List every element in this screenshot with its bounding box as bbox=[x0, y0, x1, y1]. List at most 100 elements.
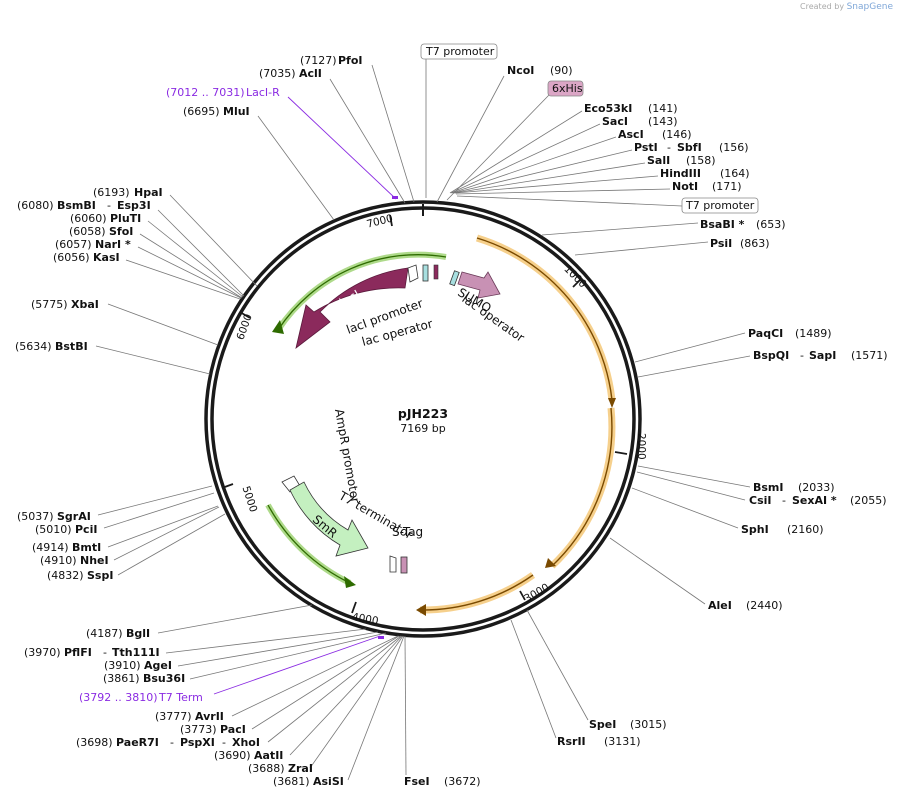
site-mlui-name: MluI bbox=[223, 105, 250, 118]
label-lac-operator-right: lac operator bbox=[459, 292, 527, 345]
site-bgli-name: BglI bbox=[126, 627, 150, 640]
lac-operator-right-box bbox=[449, 270, 460, 287]
t7-promoter-right-box bbox=[681, 197, 759, 214]
plasmid-size: 7169 bp bbox=[400, 422, 445, 435]
snapgene-logo: Created by SnapGene bbox=[800, 2, 893, 12]
tick-label-3000: 3000 bbox=[522, 581, 551, 605]
leader-pflfi bbox=[165, 628, 367, 654]
leader-bsmbi bbox=[157, 209, 245, 297]
tick-5000 bbox=[221, 483, 234, 489]
tick-1000 bbox=[572, 278, 582, 288]
leader-psii bbox=[574, 241, 709, 256]
site-sspi-pos: (4832) bbox=[47, 569, 84, 582]
leader-hindiii bbox=[454, 175, 659, 194]
site-pfoi-name: PfoI bbox=[338, 54, 363, 67]
primer-t7-term-name: T7 Term bbox=[158, 691, 203, 704]
site-psii-pos: (863) bbox=[740, 237, 770, 250]
site-fsei-pos: (3672) bbox=[444, 775, 481, 788]
site-paqci-pos: (1489) bbox=[795, 327, 832, 340]
orf-arrowhead-right-2 bbox=[545, 558, 556, 568]
site-kasi-pos: (6056) bbox=[53, 251, 90, 264]
site-bmti-pos: (4914) bbox=[32, 541, 69, 554]
site-bsmi-name: BsmI bbox=[753, 481, 784, 494]
site-zrai-pos: (3688) bbox=[248, 762, 285, 775]
site-ncoi-name: NcoI bbox=[507, 64, 534, 77]
tick-6000 bbox=[239, 311, 251, 319]
site-tth111i-name: Tth111I bbox=[112, 646, 160, 659]
site-aatii-name: AatII bbox=[254, 749, 283, 762]
site-bsu36i-pos: (3861) bbox=[103, 672, 140, 685]
leader-bsabi bbox=[541, 222, 699, 236]
site-pfoi-pos: (7127) bbox=[300, 54, 337, 67]
laci-promoter-arrow bbox=[407, 264, 419, 283]
site-csii-name: CsiI bbox=[749, 494, 771, 507]
site-nari-name: NarI * bbox=[95, 238, 131, 251]
laci-arrow bbox=[295, 267, 409, 349]
leader-bspqi bbox=[637, 355, 751, 378]
site-sapi-name: SapI bbox=[809, 349, 836, 362]
site-psti-dash: - bbox=[667, 141, 671, 154]
leader-alei bbox=[609, 537, 706, 605]
label-s-tag: S-Tag bbox=[392, 525, 423, 539]
leader-rsrii bbox=[510, 619, 557, 739]
site-pflfi-name: PflFI bbox=[64, 646, 92, 659]
t7-promoter-top-box bbox=[420, 43, 498, 60]
leader-bstbi bbox=[95, 345, 211, 375]
leader-bgli bbox=[157, 604, 313, 634]
leader-spei bbox=[526, 609, 589, 721]
leader-kasi bbox=[125, 259, 241, 300]
primer-mark-t7-term bbox=[378, 636, 384, 639]
site-paer7i-name: PaeR7I bbox=[116, 736, 159, 749]
site-psti-pos: (156) bbox=[719, 141, 749, 154]
inner-features bbox=[281, 264, 501, 574]
leader-bsmi bbox=[637, 465, 751, 488]
site-noti-name: NotI bbox=[672, 180, 698, 193]
leader-sspi bbox=[117, 513, 226, 576]
site-hpai-pos: (6193) bbox=[93, 186, 130, 199]
leader-t7-term bbox=[213, 635, 381, 695]
site-alei-pos: (2440) bbox=[746, 599, 783, 612]
leader-agei bbox=[177, 631, 379, 667]
leader-nari bbox=[137, 246, 242, 299]
site-acli-pos: (7035) bbox=[259, 67, 296, 80]
leader-6xhis bbox=[446, 94, 550, 201]
site-acli-name: AclI bbox=[299, 67, 322, 80]
site-zrai-name: ZraI bbox=[288, 762, 313, 775]
site-xbai-name: XbaI bbox=[71, 298, 99, 311]
leader-hpai bbox=[169, 194, 258, 287]
site-sphi-pos: (2160) bbox=[787, 523, 824, 536]
tick-2000 bbox=[614, 451, 628, 455]
primer-laci-r-pos: (7012 .. 7031) bbox=[166, 86, 245, 99]
leader-paer7i bbox=[267, 635, 402, 743]
site-eco53ki-pos: (141) bbox=[648, 102, 678, 115]
leaders-left bbox=[95, 64, 415, 781]
site-pcii-name: PciI bbox=[75, 523, 97, 536]
leader-mlui bbox=[257, 115, 335, 221]
site-xhoi-name: XhoI bbox=[232, 736, 260, 749]
tick-label-2000: 2000 bbox=[635, 433, 647, 460]
6xhis-box bbox=[547, 80, 584, 97]
site-bspqi-dash: - bbox=[800, 349, 804, 362]
site-noti-pos: (171) bbox=[712, 180, 742, 193]
site-bsabi-name: BsaBI * bbox=[700, 218, 745, 231]
site-bsmbi-pos: (6080) bbox=[17, 199, 54, 212]
site-bsabi-pos: (653) bbox=[756, 218, 786, 231]
orf-arc-right-inner bbox=[476, 237, 613, 401]
site-sfoi-name: SfoI bbox=[109, 225, 133, 238]
site-bgli-pos: (4187) bbox=[86, 627, 123, 640]
site-psii-name: PsiI bbox=[710, 237, 732, 250]
site-rsrii-name: RsrII bbox=[557, 735, 586, 748]
site-paci-name: PacI bbox=[220, 723, 246, 736]
t7-terminator-arrow bbox=[389, 555, 397, 573]
site-bstbi-name: BstBI bbox=[55, 340, 88, 353]
leader-pcii bbox=[103, 492, 215, 529]
leader-paci bbox=[251, 635, 400, 730]
site-agei-name: AgeI bbox=[144, 659, 172, 672]
lac-operator-left-box-2 bbox=[433, 264, 439, 280]
site-avrii-pos: (3777) bbox=[155, 710, 192, 723]
site-pluti-name: PluTI bbox=[110, 212, 141, 225]
leader-eco53ki bbox=[449, 110, 583, 194]
site-sali-pos: (158) bbox=[686, 154, 716, 167]
site-saci-name: SacI bbox=[602, 115, 628, 128]
site-avrii-name: AvrII bbox=[195, 710, 224, 723]
